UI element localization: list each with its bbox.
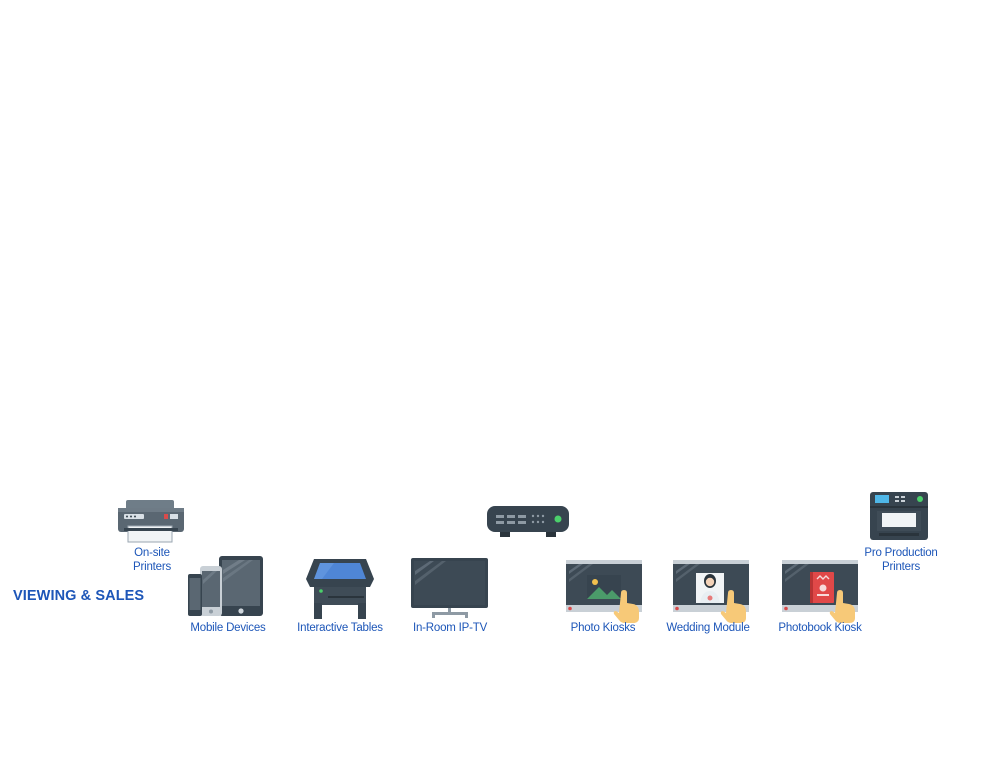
pro-printers-label-line2: Printers (881, 561, 921, 573)
pro-printers-label-line1: Pro Production (864, 547, 938, 559)
photobook-kiosk-icon (781, 559, 863, 623)
set-top-box-icon (486, 504, 570, 540)
wedding-kiosk-icon (672, 559, 754, 623)
tv-icon (410, 557, 490, 619)
desktop-printer-icon (116, 498, 186, 544)
interactive-tables-label: Interactive Tables (297, 622, 383, 634)
section-title: VIEWING & SALES (13, 588, 145, 604)
onsite-printers-label: On-site Printers (122, 546, 182, 574)
mobile-devices-label: Mobile Devices (190, 622, 266, 634)
phone-tablet-icon (187, 556, 265, 618)
wedding-module-label: Wedding Module (666, 622, 750, 634)
production-printer-icon (869, 491, 931, 543)
photobook-kiosk-label: Photobook Kiosk (778, 622, 862, 634)
touch-table-icon (304, 557, 376, 619)
inroom-iptv-label: In-Room IP-TV (412, 622, 488, 634)
photo-kiosks-label: Photo Kiosks (570, 622, 636, 634)
onsite-printers-label-line1: On-site (134, 547, 170, 559)
onsite-printers-label-line2: Printers (132, 561, 172, 573)
pro-production-printers-label: Pro Production Printers (856, 546, 946, 574)
photo-kiosk-icon (565, 559, 647, 623)
